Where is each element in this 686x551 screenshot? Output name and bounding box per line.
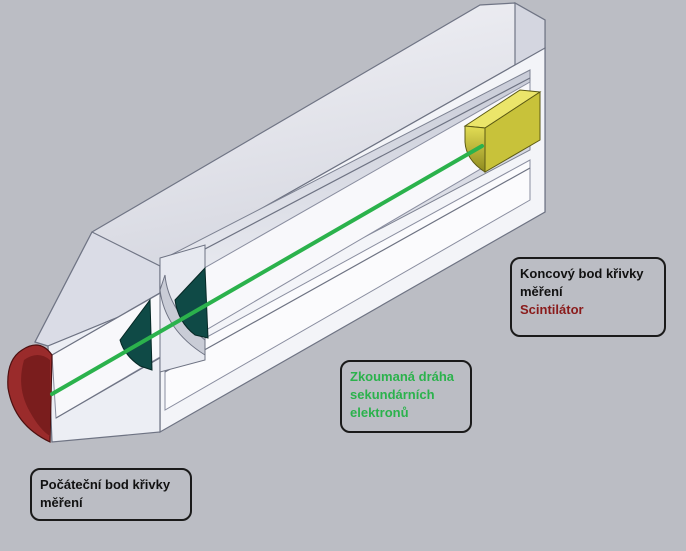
callout-electron-path: Zkoumaná dráha sekundárních elektronů <box>340 360 472 433</box>
callout-start-line2: měření <box>40 495 83 510</box>
callout-end-line1: Koncový bod křivky <box>520 266 644 281</box>
callout-path-line2: sekundárních <box>350 387 435 402</box>
callout-end-point: Koncový bod křivky měření Scintilátor <box>510 257 666 337</box>
callout-end-sub: Scintilátor <box>520 302 584 317</box>
start-face-inner <box>21 355 50 436</box>
electron-path-line <box>50 144 484 396</box>
callout-start-point: Počáteční bod křivky měření <box>30 468 192 521</box>
callout-end-line2: měření <box>520 284 563 299</box>
callout-start-line1: Počáteční bod křivky <box>40 477 171 492</box>
callout-path-line1: Zkoumaná dráha <box>350 369 455 384</box>
callout-path-line3: elektronů <box>350 405 409 420</box>
electrode-left <box>119 298 153 371</box>
